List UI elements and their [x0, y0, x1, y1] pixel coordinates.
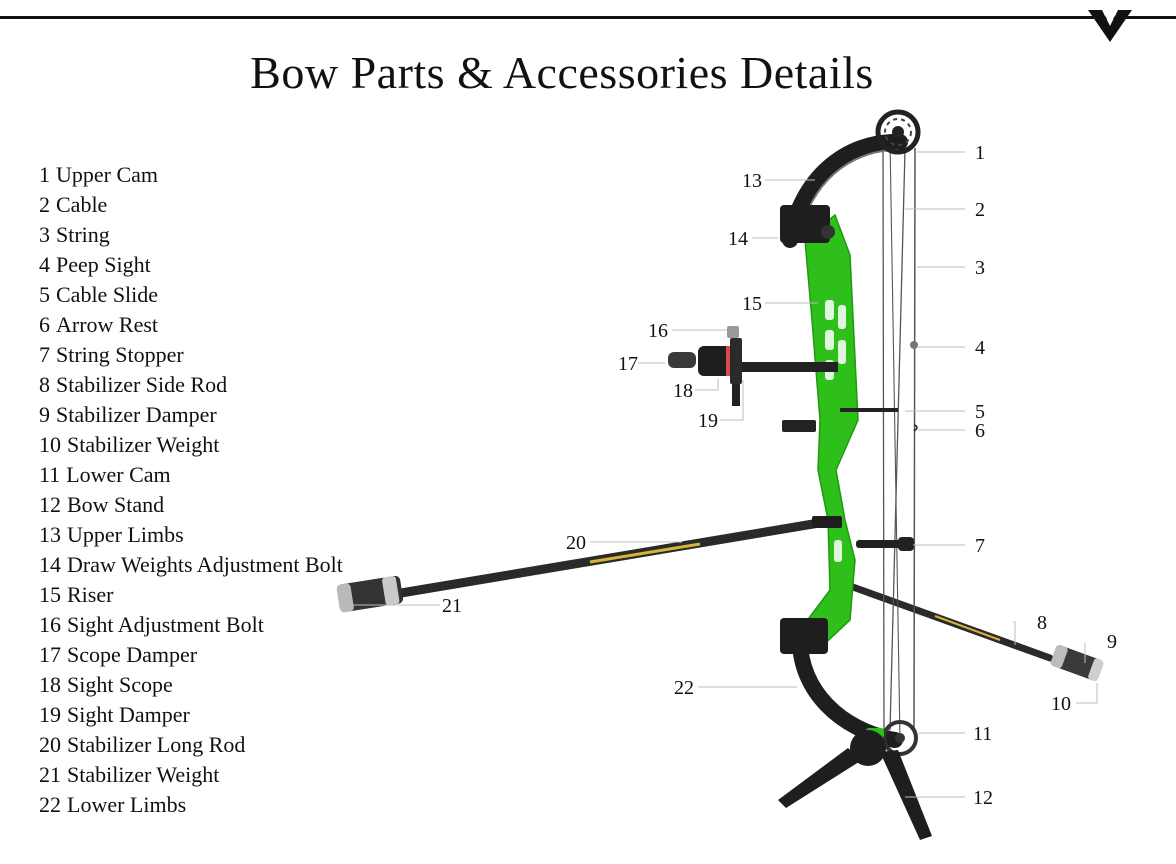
- page-title: Bow Parts & Accessories Details: [250, 47, 874, 98]
- callout-number: 7: [975, 535, 985, 557]
- callout-number: 8: [1037, 612, 1047, 634]
- lower-limbs: [792, 632, 903, 748]
- leader-lines: [352, 151, 1098, 798]
- header-rule: [0, 16, 1176, 19]
- callout-number: 5: [975, 401, 985, 423]
- callout-number: 20: [566, 532, 586, 554]
- callout-labels: 1 2 3 4 5 6 7 8 9 10 11 12 13 14 15 16 1…: [442, 142, 1117, 809]
- scope-damper: [668, 352, 696, 368]
- limb-pocket-upper: [780, 205, 835, 243]
- bow-stand: [778, 730, 932, 840]
- callout-number: 6: [975, 420, 985, 442]
- stabilizer-damper-side: [1050, 644, 1104, 682]
- sight-scope: [698, 338, 742, 384]
- callout-number: 10: [1051, 693, 1071, 715]
- stabilizer-long-rod: [390, 517, 830, 599]
- callout-number: 11: [973, 723, 992, 745]
- callout-number: 17: [618, 353, 638, 375]
- callout-number: 21: [442, 595, 462, 617]
- callout-number: 19: [698, 410, 718, 432]
- callout-number: 1: [975, 142, 985, 164]
- callout-number: 2: [975, 199, 985, 221]
- callout-number: 4: [975, 337, 985, 359]
- sight-adjustment-bolt: [727, 326, 740, 406]
- arrow-rest: [913, 424, 918, 432]
- callout-number: 14: [728, 228, 748, 250]
- callout-number: 12: [973, 787, 993, 809]
- chevron-v-logo-icon: [1088, 10, 1132, 42]
- callout-number: 3: [975, 257, 985, 279]
- callout-number: 22: [674, 677, 694, 699]
- callout-number: 9: [1107, 631, 1117, 653]
- callout-number: 16: [648, 320, 668, 342]
- bow-string: [882, 139, 916, 741]
- stabilizer-weight-long: [336, 575, 404, 613]
- callout-number: 18: [673, 380, 693, 402]
- upper-cam: [875, 109, 921, 155]
- peep-sight: [910, 341, 918, 349]
- stabilizer-side-rod: [846, 582, 1054, 662]
- sight-bar: [738, 362, 838, 372]
- string-stopper: [856, 537, 914, 551]
- callout-number: 15: [742, 293, 762, 315]
- limb-pocket-lower: [780, 618, 828, 654]
- callout-number: 13: [742, 170, 762, 192]
- riser: [799, 213, 859, 652]
